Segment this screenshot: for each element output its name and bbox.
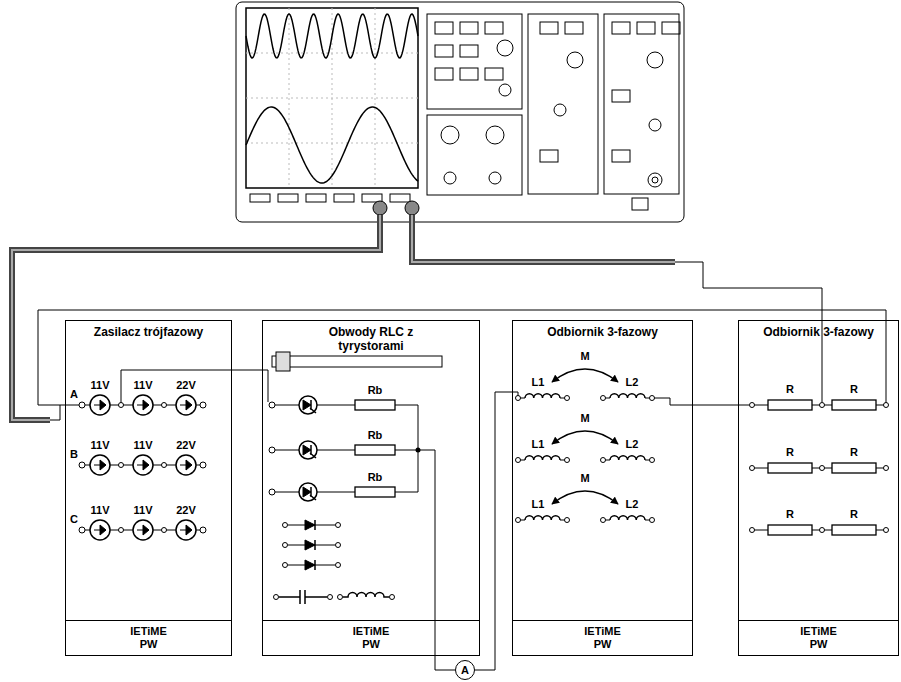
- panel-title: Zasilacz trójfazowy: [94, 321, 203, 340]
- component-label: L1: [532, 499, 545, 510]
- component-label: 22V: [176, 505, 196, 516]
- footer-text: IETiME PW: [353, 625, 389, 651]
- component-label: R: [850, 509, 858, 520]
- panel-title: Obwody RLC z tyrystorami: [312, 321, 430, 354]
- component-label: Rb: [368, 385, 383, 396]
- wire: [232, 370, 262, 371]
- footer-text: IETiME PW: [130, 625, 166, 651]
- component-label: 11V: [134, 380, 153, 391]
- panel-footer: IETiME PW: [263, 620, 479, 655]
- component-label: L1: [532, 377, 545, 388]
- meter-symbol: A: [461, 664, 469, 677]
- footer-text: IETiME PW: [584, 625, 620, 651]
- component-label: Rb: [368, 472, 383, 483]
- component-label: B: [70, 449, 78, 460]
- module-panel: Obwody RLC z tyrystoramiIETiME PW: [262, 320, 480, 656]
- component-label: 11V: [91, 505, 110, 516]
- wire: [693, 405, 738, 406]
- panel-footer: IETiME PW: [513, 620, 692, 655]
- component-label: 11V: [134, 505, 153, 516]
- panel-footer: IETiME PW: [739, 620, 898, 655]
- components: [79, 352, 889, 604]
- footer-text: IETiME PW: [800, 625, 836, 651]
- component-label: R: [786, 509, 794, 520]
- panel-title: Odbiornik 3-fazowy: [763, 321, 874, 340]
- component-label: 11V: [91, 380, 110, 391]
- component-label: M: [580, 351, 589, 362]
- wire: [475, 392, 512, 670]
- component-label: C: [70, 514, 78, 525]
- module-panel: Zasilacz trójfazowyIETiME PW: [65, 320, 232, 656]
- module-panel: Odbiornik 3-fazowyIETiME PW: [512, 320, 693, 656]
- wire: [435, 656, 455, 670]
- panel-title: Odbiornik 3-fazowy: [547, 321, 658, 340]
- component-label: Rb: [368, 430, 383, 441]
- component-label: 11V: [91, 440, 110, 451]
- component-label: M: [580, 473, 589, 484]
- component-label: 22V: [176, 380, 196, 391]
- component-label: M: [580, 413, 589, 424]
- component-label: L2: [626, 439, 639, 450]
- component-label: R: [850, 384, 858, 395]
- component-label: R: [786, 447, 794, 458]
- oscilloscope: [236, 2, 684, 222]
- component-label: L2: [626, 377, 639, 388]
- component-label: L2: [626, 499, 639, 510]
- module-panel: Odbiornik 3-fazowyIETiME PW: [738, 320, 899, 656]
- component-label: L1: [532, 439, 545, 450]
- probe-cable: [12, 215, 675, 420]
- component-label: 11V: [134, 440, 153, 451]
- panel-footer: IETiME PW: [66, 620, 231, 655]
- ammeter: A: [455, 660, 475, 680]
- component-label: R: [850, 447, 858, 458]
- component-label: R: [786, 384, 794, 395]
- component-label: A: [70, 389, 78, 400]
- component-label: 22V: [176, 440, 196, 451]
